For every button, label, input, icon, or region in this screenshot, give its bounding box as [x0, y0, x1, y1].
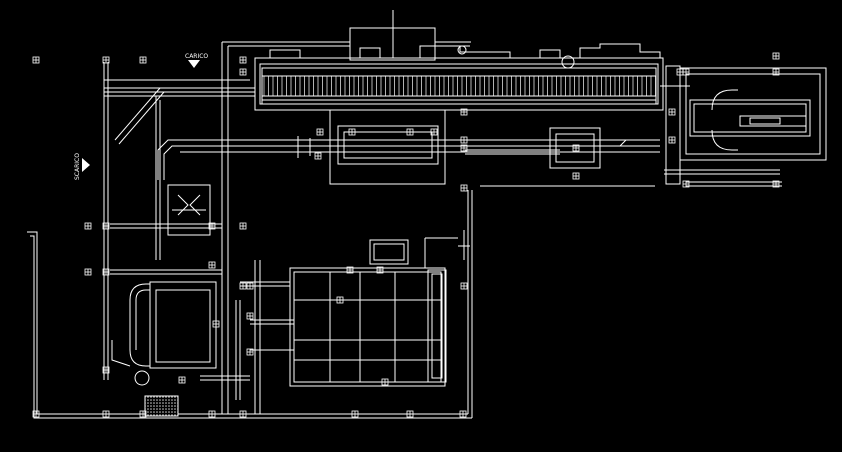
column-marker [208, 410, 216, 418]
lower-machine-block [235, 230, 470, 414]
column-marker [316, 128, 324, 136]
column-marker [239, 410, 247, 418]
arrow-scarico-icon [82, 158, 90, 172]
column-marker [139, 410, 147, 418]
middle-process-line [180, 109, 660, 187]
column-marker [460, 136, 468, 144]
oven-grid [263, 76, 656, 96]
column-marker [314, 152, 322, 160]
right-conveyor-module [660, 65, 827, 187]
left-piping [110, 139, 222, 275]
building-outline [27, 62, 473, 419]
column-marker [668, 136, 676, 144]
column-marker [682, 180, 690, 188]
column-marker [460, 108, 468, 116]
column-marker [430, 128, 438, 136]
column-marker [460, 184, 468, 192]
column-marker [668, 108, 676, 116]
column-marker [102, 410, 110, 418]
column-marker [772, 180, 780, 188]
column-marker [572, 172, 580, 180]
column-marker [406, 410, 414, 418]
column-marker [459, 410, 467, 418]
column-marker [239, 56, 247, 64]
column-marker [239, 222, 247, 230]
lower-left-equipment [111, 281, 250, 386]
column-marker [772, 52, 780, 60]
column-marker [376, 266, 384, 274]
column-marker [351, 410, 359, 418]
column-marker [682, 68, 690, 76]
column-marker [346, 266, 354, 274]
carico-label: CARICO [185, 53, 208, 60]
column-marker [381, 378, 389, 386]
column-marker [32, 56, 40, 64]
drawing-linework [27, 10, 827, 419]
column-marker [246, 312, 254, 320]
arrow-carico-icon [188, 60, 200, 68]
upper-rails [104, 79, 255, 260]
column-marker [246, 348, 254, 356]
column-marker [460, 144, 468, 152]
column-marker [239, 68, 247, 76]
column-marker [208, 222, 216, 230]
column-marker [336, 296, 344, 304]
column-marker [246, 282, 254, 290]
column-marker [212, 320, 220, 328]
column-marker [102, 56, 110, 64]
column-marker [84, 222, 92, 230]
column-marker [139, 56, 147, 64]
grid-markers [32, 52, 780, 418]
oven-top [221, 10, 664, 414]
column-marker [32, 410, 40, 418]
column-marker [102, 366, 110, 374]
column-marker [178, 376, 186, 384]
column-marker [208, 261, 216, 269]
hatched-block [144, 395, 179, 417]
column-marker [348, 128, 356, 136]
scarico-label: SCARICO [74, 153, 81, 180]
column-marker [102, 222, 110, 230]
column-marker [239, 282, 247, 290]
column-marker [572, 144, 580, 152]
column-marker [772, 68, 780, 76]
column-marker [406, 128, 414, 136]
column-marker [460, 282, 468, 290]
column-marker [102, 268, 110, 276]
column-marker [84, 268, 92, 276]
